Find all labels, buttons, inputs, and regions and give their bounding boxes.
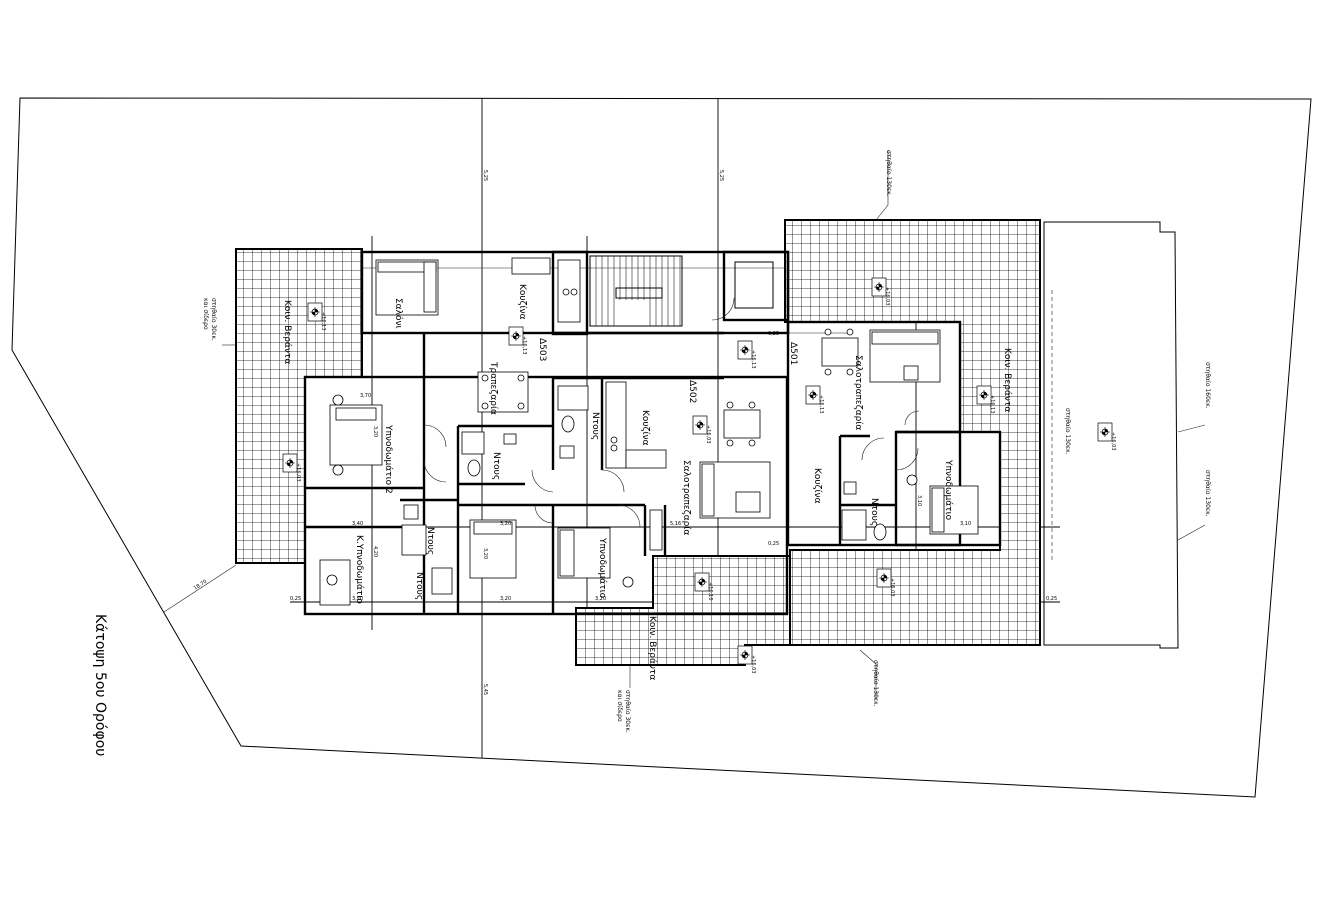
room-label-shower-master: Ντους [425,527,435,555]
note-railing-bottom-2: και σίδερο [616,690,623,722]
dimensions: 18,70 5,25 5,25 5,45 3,70 3,20 3,40 3,20… [163,170,1057,695]
note-railing-left: στηθαίο 30εκ. [210,298,217,341]
dimension: 3,20 [352,596,363,602]
note-railing-right-mid: στηθαίο 130εκ. [1204,470,1211,517]
room-label-veranda-right: Κοιν. Βεράντα [1002,348,1012,412]
dimension: 3,20 [595,596,606,602]
room-label-shower-left: Ντους [491,452,501,480]
note-railing-right-top: στηθαίο 160εκ. [1204,362,1211,409]
drawing-title: Κάτοψη 5ου Ορόφου [92,614,108,756]
apartment-id: Δ501 [788,342,798,365]
room-label-shower-small: Ντους [414,572,424,600]
room-label-veranda-bottom: Κοιν. Βεράντα [647,616,657,680]
dimension: 5,45 [482,684,488,695]
furniture [319,257,979,606]
note-railing-top: στηθαίο 130εκ. [885,150,892,197]
level-value: +16,03 [884,287,890,306]
room-label-bedroom-2: Υπνοδωμάτιο 2 [383,424,393,494]
dimension: 5,25 [718,170,724,181]
room-label-dining-left: Τραπεζαρία [488,361,498,415]
dimension: 3,10 [960,521,971,527]
level-value: +16,13 [521,336,527,355]
dimension: 3,70 [360,393,371,399]
dimension: 3,20 [482,548,488,559]
dimension: 0,25 [768,331,779,337]
level-value: +16,13 [818,395,824,414]
level-value: +16,03 [1110,432,1116,451]
level-values: +16,13 +16,13 +16,13 +16,03 +16,03 +16,1… [295,287,1116,674]
note-railing-left-2: και σίδερο [202,298,209,330]
room-label-salon: Σαλόνι [393,298,404,329]
dimension: 18,70 [193,579,208,592]
dimension: 0,25 [1046,596,1057,602]
level-value: +16,03 [889,578,895,597]
room-label-shower-mid: Ντους [590,412,600,440]
room-label-kitchen-left: Κουζίνα [517,284,527,320]
roof-terrace [1043,221,1179,649]
level-value: +16,13 [320,312,326,331]
dimension: 5,25 [482,170,488,181]
note-railing-bottom: στηθαίο 30εκ. [624,690,631,733]
apartment-id: Δ503 [537,338,547,361]
level-value: +16,10 [707,582,713,601]
room-label-living-mid: Σαλοτραπεζαρία [681,460,691,535]
dimension: 3,10 [916,495,922,506]
dimension: 5,16 [670,521,681,527]
room-label-veranda-left: Κοιν. Βεράντα [282,300,292,364]
room-label-shower-right: Ντους [869,498,879,526]
level-value: +16,13 [750,350,756,369]
verandas [235,219,1179,666]
room-labels: Σαλόνι Κουζίνα Τραπεζαρία Υπνοδωμάτιο 2 … [282,284,1012,680]
room-label-kitchen-mid: Κουζίνα [640,410,650,446]
level-value: +16,03 [295,463,301,482]
room-label-master-bedroom: Κ.Υπνοδωμάτιο [354,535,364,604]
dimension: 3,40 [352,521,363,527]
room-label-kitchen-right: Κουζίνα [812,468,822,504]
dimension: 3,20 [500,596,511,602]
apartment-labels: Δ503 Δ502 Δ501 [537,338,798,403]
room-label-bedroom-mid: Υπνοδωμάτιο [597,537,607,599]
railing-notes: στηθαίο 30εκ. και σίδερο στηθαίο 30εκ. κ… [202,150,1211,733]
apartment-id: Δ502 [687,380,697,403]
dimension: 0,25 [768,541,779,547]
dimension: 0,25 [290,596,301,602]
level-value: +16,03 [705,425,711,444]
room-label-bedroom-right: Υπνοδωμάτιο [943,459,953,521]
walls [303,250,1002,616]
level-value: +16,13 [989,395,995,414]
doors [423,297,920,528]
plot-boundary [11,97,1312,798]
note-railing-right-bottom: στηθαίο 130εκ. [872,660,879,707]
dimension: 4,20 [372,546,378,557]
note-railing-right-inner: στηθαίο 130εκ. [1064,408,1071,455]
level-value: +16,03 [750,655,756,674]
dimension: 3,20 [372,426,378,437]
staircase [589,255,683,327]
room-label-living-right: Σαλοτραπεζαρία [853,355,863,430]
dimension: 3,20 [500,521,511,527]
